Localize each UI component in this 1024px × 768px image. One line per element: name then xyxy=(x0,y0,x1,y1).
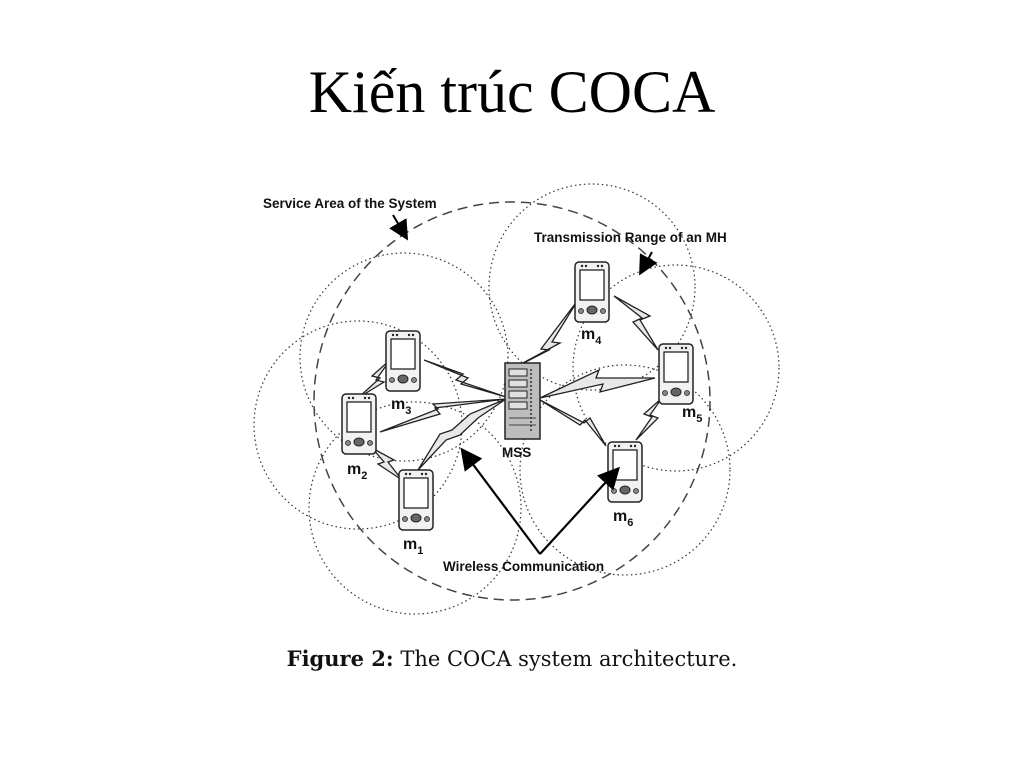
mobile-host-m5-icon xyxy=(658,343,694,405)
host-label-m1: m1 xyxy=(403,536,423,557)
host-label-m3: m3 xyxy=(391,396,411,417)
range-circle-m1 xyxy=(308,401,522,615)
mss-server-icon xyxy=(504,362,541,440)
link-m4-m5 xyxy=(613,295,659,351)
mobile-host-m2-icon xyxy=(341,393,377,455)
wireless-arrow-right xyxy=(539,466,620,555)
wireless-communication-label: Wireless Communication xyxy=(443,559,604,574)
link-mss-m3 xyxy=(423,359,507,398)
service-area-arrow xyxy=(389,214,409,241)
range-circle-m5 xyxy=(572,264,780,472)
service-area-boundary xyxy=(313,201,711,601)
wireless-arrow-left xyxy=(460,447,541,555)
transmission-range-arrow xyxy=(639,251,658,276)
figure-caption-text: The COCA system architecture. xyxy=(400,647,738,671)
mss-label: MSS xyxy=(502,445,531,460)
host-label-m6: m6 xyxy=(613,508,633,529)
mobile-host-m6-icon xyxy=(607,441,643,503)
link-mss-m6 xyxy=(539,399,607,447)
service-area-label: Service Area of the System xyxy=(263,196,437,211)
host-label-m2: m2 xyxy=(347,461,367,482)
link-mss-m4 xyxy=(509,299,579,371)
mobile-host-m1-icon xyxy=(398,469,434,531)
host-label-m5: m5 xyxy=(682,404,702,425)
range-circle-m4 xyxy=(488,183,696,391)
figure-caption: Figure 2: The COCA system architecture. xyxy=(0,646,1024,671)
transmission-range-label: Transmission Range of an MH xyxy=(534,230,727,245)
link-m3-m2 xyxy=(357,359,391,399)
link-m2-m1 xyxy=(371,447,403,481)
slide-title: Kiến trúc COCA xyxy=(308,59,716,125)
link-mss-m5 xyxy=(539,368,656,399)
host-label-m4: m4 xyxy=(581,326,602,347)
figure-caption-prefix: Figure 2: xyxy=(286,646,394,671)
range-circle-m6 xyxy=(519,364,731,576)
range-circle-m3 xyxy=(299,252,509,462)
mobile-host-m4-icon xyxy=(574,261,610,323)
mobile-host-m3-icon xyxy=(385,330,421,392)
link-m5-m6 xyxy=(635,397,663,441)
